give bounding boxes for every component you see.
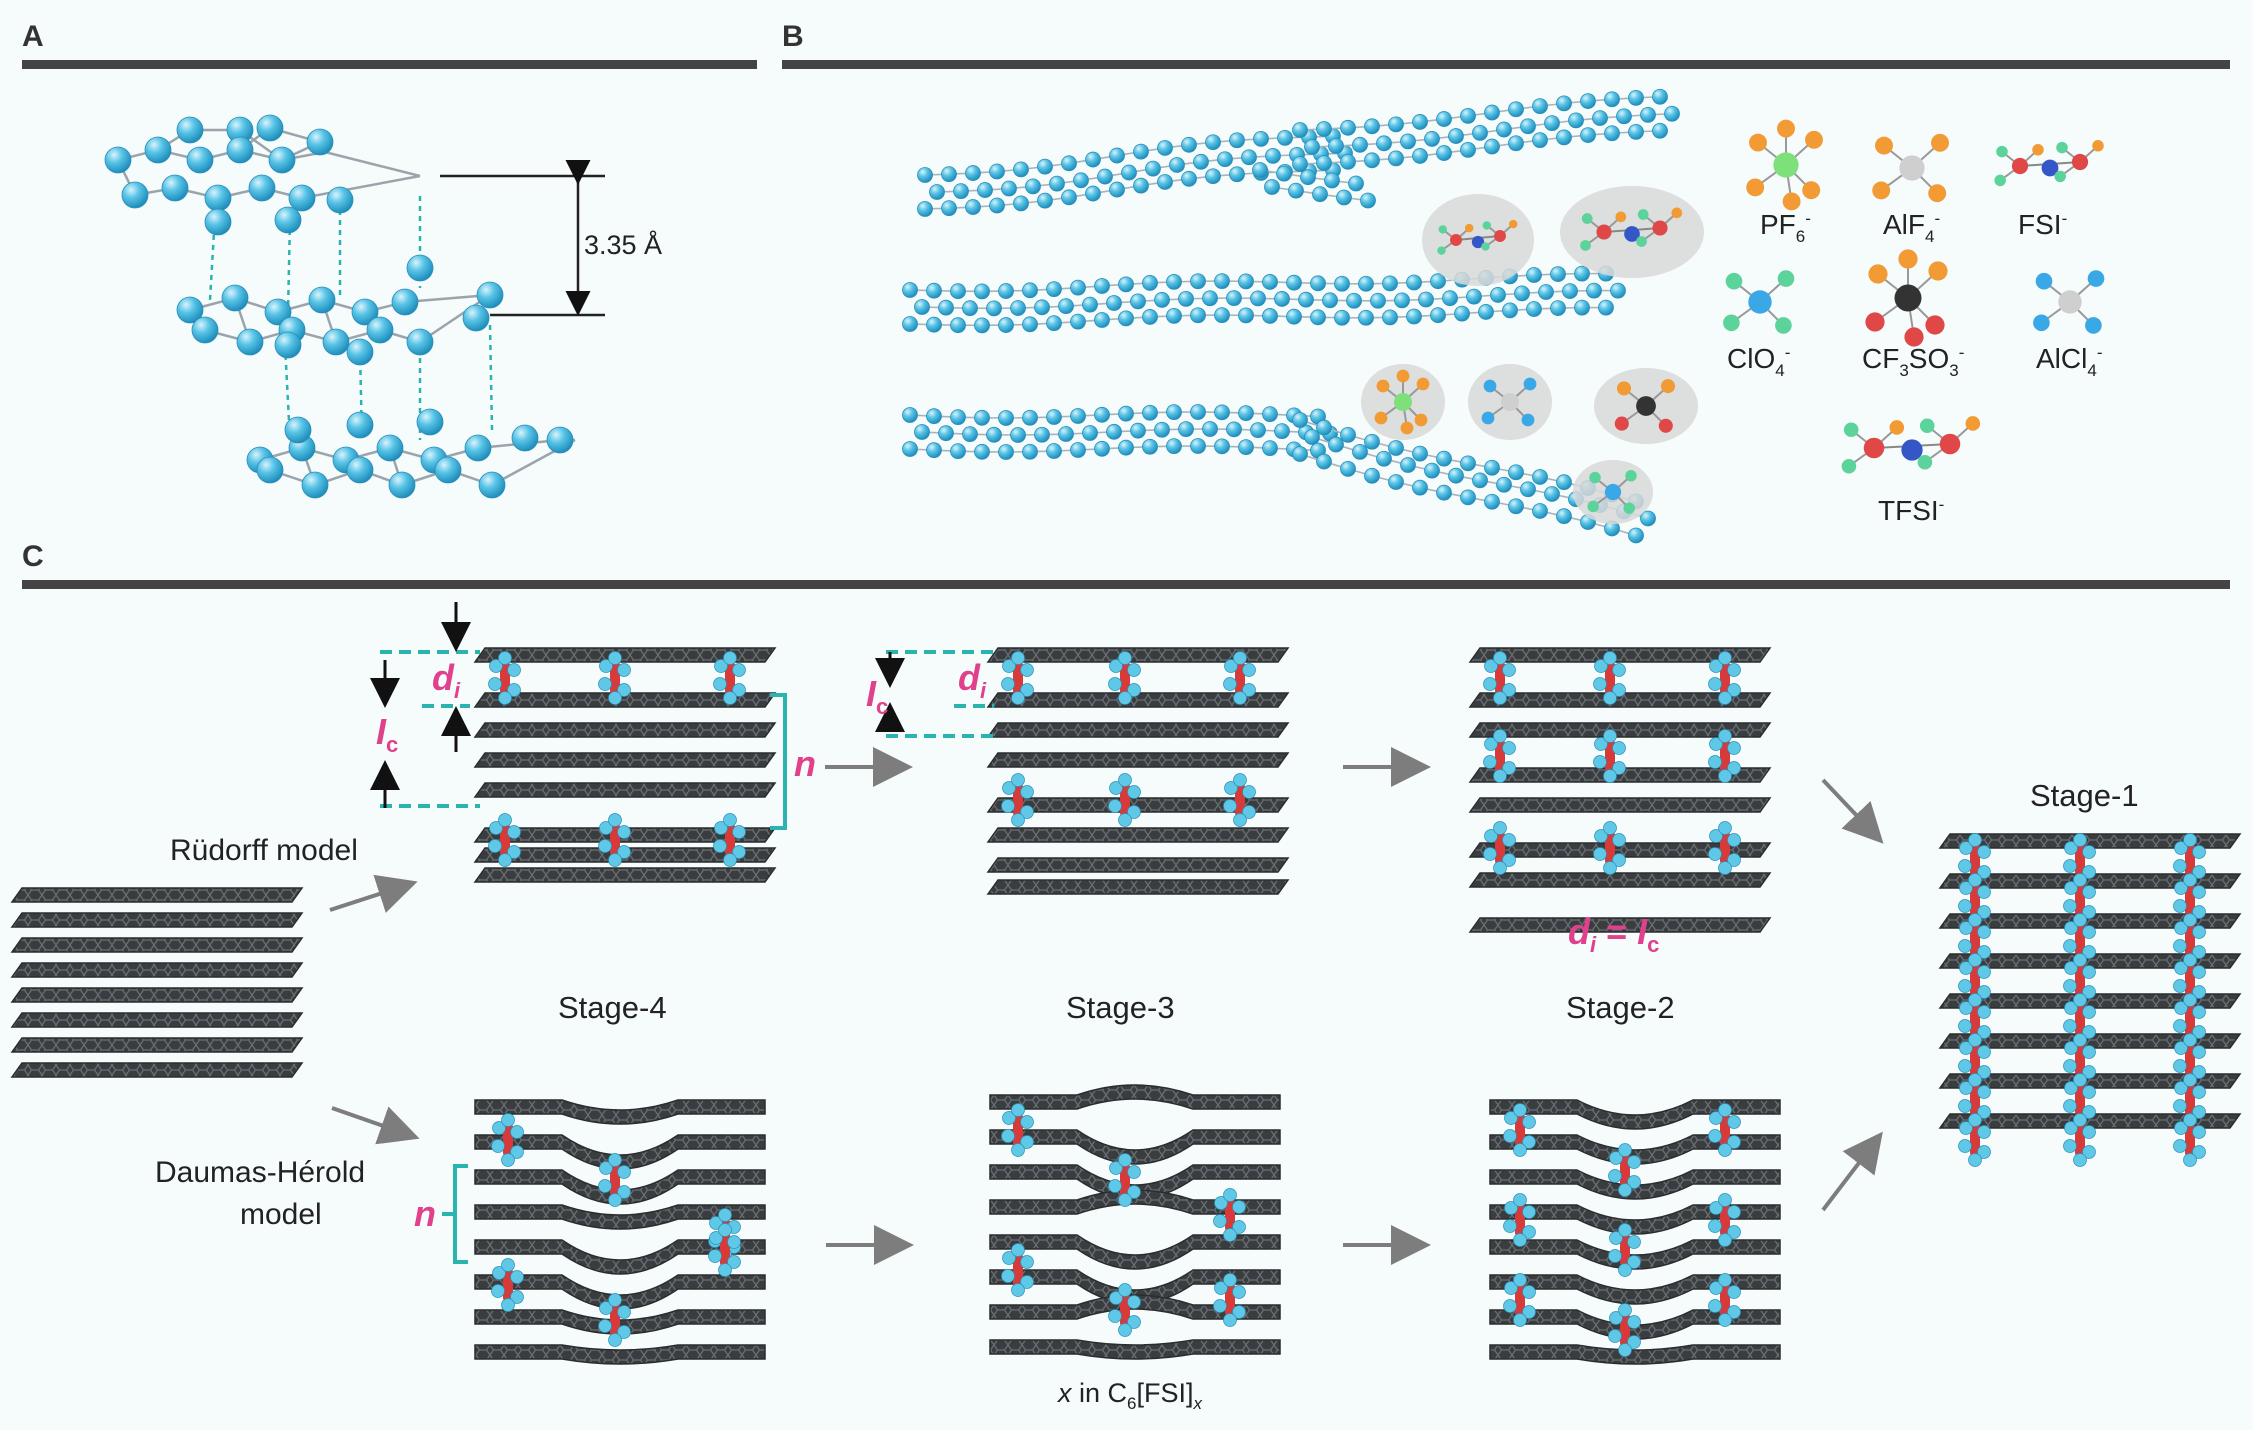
ic-label-stage3: Ic [866, 673, 888, 719]
daumas-herold-label-line2: model [240, 1198, 322, 1231]
stage3-dimensions: di Ic [866, 650, 998, 738]
daumas-n-annotation: n [414, 1164, 468, 1264]
intercalated-anion-bubbles [1361, 186, 1704, 524]
ion-label-fsi: FSI- [2018, 209, 2067, 240]
panel-b: B PF6- AlF4- FSI- ClO4- CF3SO3- AlCl4- T… [782, 20, 2230, 544]
graphite-atoms [104, 114, 574, 499]
panel-b-letter: B [782, 20, 804, 53]
ion-label-alf4: AlF4- [1883, 209, 1940, 246]
panel-b-divider [782, 60, 2230, 69]
ion-label-tfsi: TFSI- [1878, 495, 1944, 526]
ion-label-clo4: ClO4- [1727, 343, 1790, 380]
stage-1-label: Stage-1 [2030, 778, 2139, 813]
stage-2-label: Stage-2 [1566, 990, 1675, 1025]
anion-legend [1723, 119, 2105, 474]
spacing-indicator: 3.35 Å [440, 160, 662, 317]
n-label-rudorff: n [794, 743, 816, 784]
graphite-stacks-c [10, 647, 2242, 1365]
ion-label-alcl4: AlCl4- [2036, 343, 2102, 380]
interlayer-spacing-label: 3.35 Å [584, 229, 662, 260]
panel-a: A 3.35 Å [22, 20, 757, 499]
stage-4-label: Stage-4 [558, 990, 667, 1025]
panel-a-divider [22, 60, 757, 69]
ic-label-stage4: Ic [376, 711, 398, 757]
daumas-herold-label-line1: Daumas-Hérold [155, 1156, 365, 1189]
formula-label: x in C6[FSI]x [1056, 1378, 1203, 1413]
panel-a-letter: A [22, 20, 44, 53]
n-label-daumas: n [414, 1193, 436, 1234]
interlayer-dashes [208, 196, 494, 441]
stage-3-label: Stage-3 [1066, 990, 1175, 1025]
rudorff-model-label: Rüdorff model [170, 834, 358, 867]
flow-arrows [329, 747, 1884, 1265]
di-label-stage3: di [958, 657, 987, 703]
graphene-sheets-b [902, 88, 1680, 544]
bubble-molecules [1374, 207, 1683, 514]
ion-label-cf3so3: CF3SO3- [1862, 343, 1964, 380]
panel-c-divider [22, 580, 2230, 589]
di-label-stage4: di [432, 657, 461, 703]
panel-c-letter: C [22, 540, 44, 573]
ion-label-pf6: PF6- [1760, 209, 1811, 246]
stage4-dimensions: di Ic n [370, 602, 816, 830]
panel-c: C di Ic n [10, 540, 2242, 1413]
di-equals-ic-label: di = Ic [1568, 911, 1659, 957]
anion-labels: PF6- AlF4- FSI- ClO4- CF3SO3- AlCl4- TFS… [1727, 209, 2102, 526]
